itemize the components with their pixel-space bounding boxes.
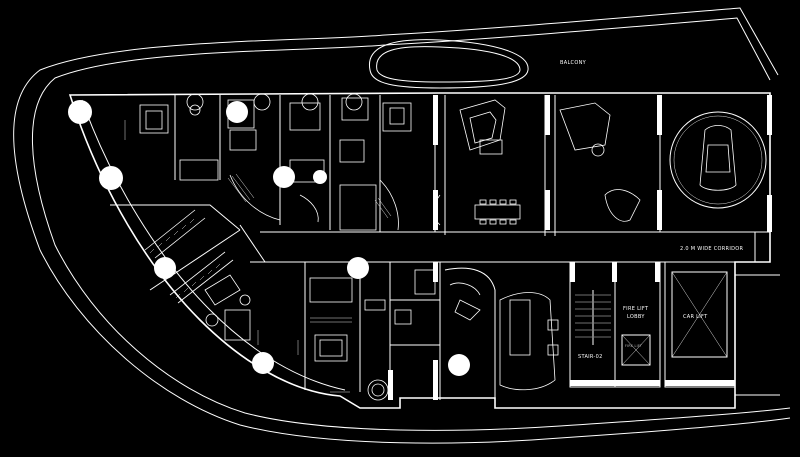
balcony-label: BALCONY (560, 60, 587, 66)
corridor-label: 2.0 M WIDE CORRIDOR (680, 246, 743, 252)
living-dining-area (433, 95, 641, 236)
room-tags (124, 120, 350, 393)
balcony-outline (13, 7, 791, 444)
columns (388, 95, 772, 400)
fire-lift-lobby-label-2: LOBBY (627, 314, 645, 320)
vertical-core (569, 261, 780, 396)
fire-lift-label: FIRE LIFT (625, 344, 642, 348)
top-bedroom-wing (139, 93, 446, 235)
car-display-room (659, 95, 767, 232)
stair-label: STAIR-02 (578, 354, 603, 360)
kitchen-area (444, 267, 559, 398)
car-lift-label: CAR LIFT (683, 314, 708, 320)
fire-lift-lobby-label-1: FIRE LIFT (623, 306, 649, 312)
lower-bedrooms (304, 262, 441, 401)
left-wing (110, 204, 251, 341)
light-discs (68, 100, 470, 376)
corridor-walls (239, 224, 770, 263)
